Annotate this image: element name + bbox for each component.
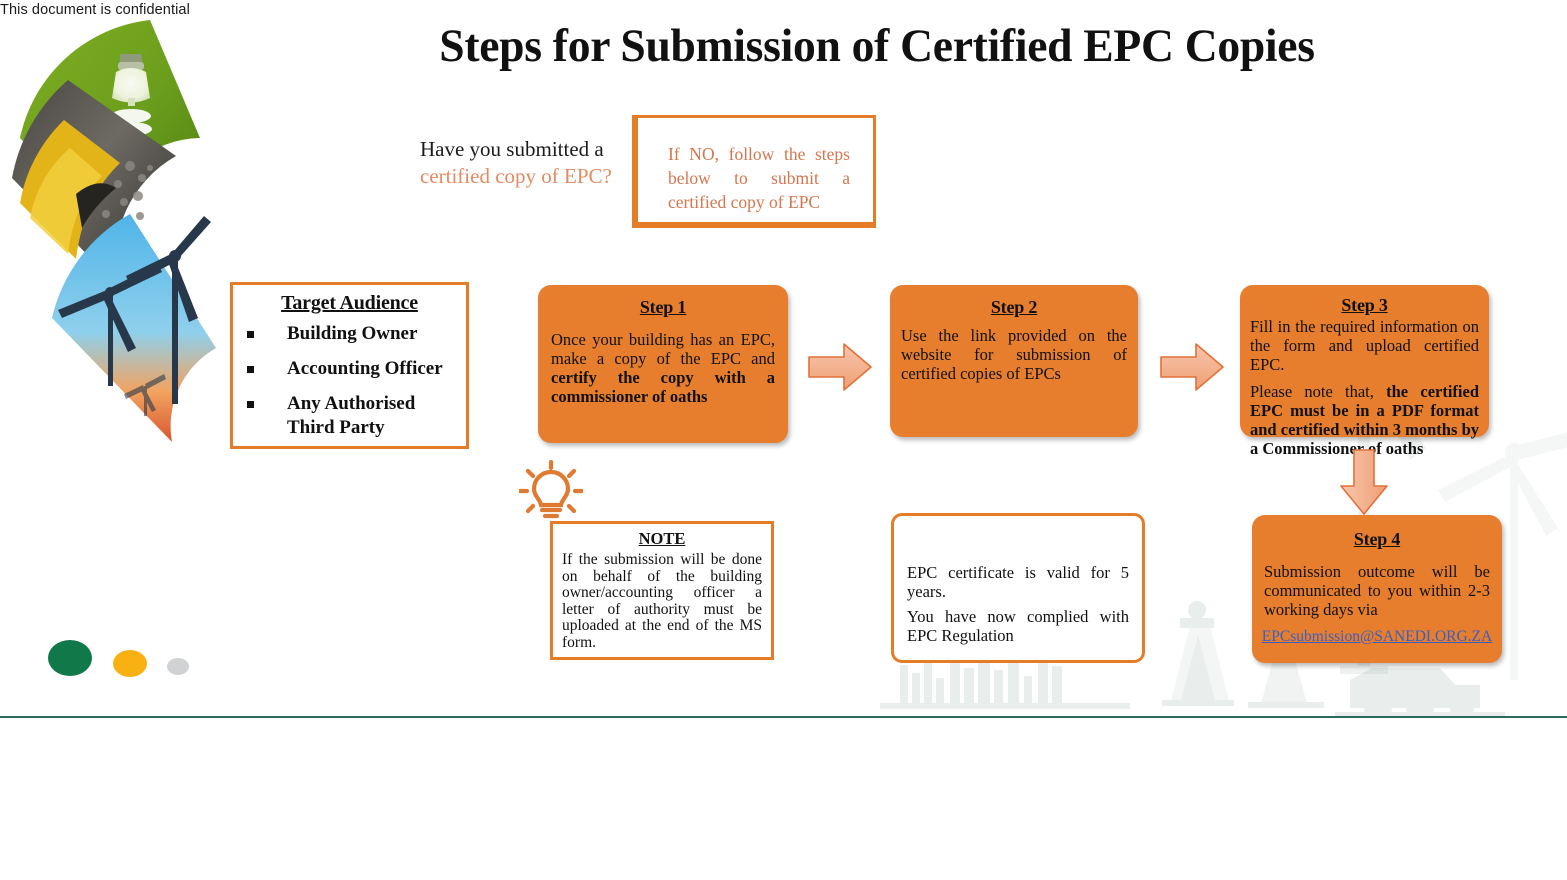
epc-submission-email-link[interactable]: EPCsubmission@SANEDI.ORG.ZA	[1261, 628, 1493, 645]
page-title: Steps for Submission of Certified EPC Co…	[439, 20, 1315, 72]
step-3-body-para1: Fill in the required information on the …	[1250, 317, 1479, 374]
step-4-body: Submission outcome will be communicated …	[1264, 562, 1490, 619]
epc-validity-box: EPC certificate is valid for 5 years. Yo…	[891, 513, 1145, 663]
step-1-text-normal: Once your building has an EPC, make a co…	[551, 330, 775, 368]
footer-divider	[0, 716, 1567, 718]
step-3-text-normal: Please note that,	[1250, 382, 1387, 401]
if-no-text: If NO, follow the steps below to submit …	[668, 144, 850, 212]
question-line-2: certified copy of EPC?	[420, 164, 612, 188]
if-no-callout-box: If NO, follow the steps below to submit …	[632, 115, 876, 228]
step-2-title: Step 2	[990, 297, 1038, 317]
list-item: Any Authorised Third Party	[233, 392, 466, 440]
energy-image-fan	[12, 20, 216, 442]
note-body: If the submission will be done on behalf…	[562, 551, 762, 651]
validity-line-1: EPC certificate is valid for 5 years.	[907, 563, 1129, 601]
step-1-text-bold: certify the copy with a commissioner of …	[551, 368, 775, 406]
list-item: Accounting Officer	[233, 357, 466, 381]
step-3-text-bold: the certified EPC must be in a PDF forma…	[1250, 382, 1479, 458]
lightbulb-icon	[519, 460, 583, 519]
decor-dot-amber	[113, 650, 147, 677]
arrow-down-icon	[1340, 449, 1388, 515]
note-title: NOTE	[638, 529, 686, 548]
arrow-right-icon	[808, 343, 872, 391]
target-audience-title: Target Audience	[281, 292, 418, 314]
question-block: Have you submitted a certified copy of E…	[420, 136, 630, 190]
confidential-notice: This document is confidential	[0, 2, 190, 18]
note-box: NOTE If the submission will be done on b…	[550, 521, 774, 660]
step-2-body: Use the link provided on the website for…	[901, 326, 1127, 383]
target-audience-box: Target Audience Building Owner Accountin…	[230, 282, 469, 449]
arrow-right-icon	[1160, 343, 1224, 391]
epc-validity-body: EPC certificate is valid for 5 years. Yo…	[907, 563, 1129, 645]
step-4-title: Step 4	[1353, 529, 1401, 549]
step-2-box: Step 2 Use the link provided on the webs…	[890, 285, 1138, 437]
validity-line-2: You have now complied with EPC Regulatio…	[907, 607, 1129, 645]
step-4-box: Step 4 Submission outcome will be commun…	[1252, 515, 1502, 663]
footer: !KE E: /XARRA //KE mineral resources & e…	[0, 718, 1567, 880]
step-3-title: Step 3	[1341, 295, 1388, 315]
target-audience-list: Building Owner Accounting Officer Any Au…	[233, 322, 466, 440]
step-3-box: Step 3 Fill in the required information …	[1240, 285, 1489, 458]
step-1-box: Step 1 Once your building has an EPC, ma…	[538, 285, 788, 443]
list-item: Building Owner	[233, 322, 466, 346]
decor-dot-green	[48, 640, 92, 676]
step-1-title: Step 1	[639, 297, 687, 317]
decor-dot-grey	[167, 658, 189, 675]
step-1-body: Once your building has an EPC, make a co…	[551, 330, 775, 406]
step-3-body-para2: Please note that, the certified EPC must…	[1250, 382, 1479, 458]
question-line-1: Have you submitted a	[420, 137, 604, 161]
